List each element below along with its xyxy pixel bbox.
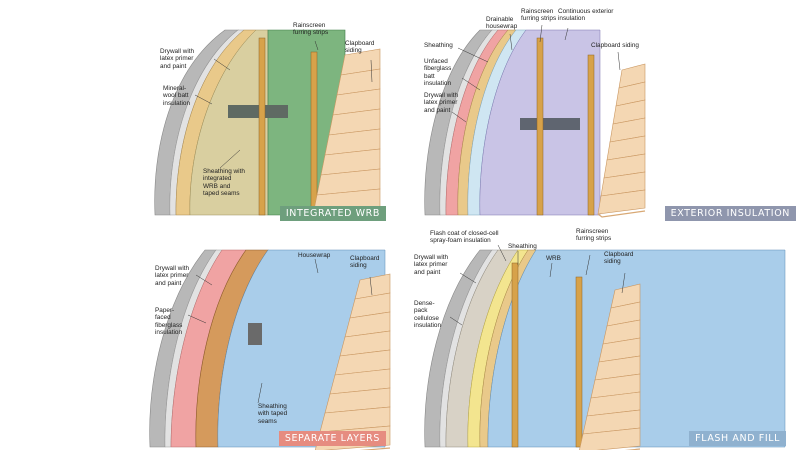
label-clapboard-siding: Clapboard siding xyxy=(591,42,639,49)
panel-exterior-insulation: Sheathing Drainable housewrap Rainscreen… xyxy=(400,0,800,225)
label-sheathing-integrated-wrb: Sheathing with integrated WRB and taped … xyxy=(203,168,245,198)
label-flash-coat: Flash coat of closed-cell spray-foam ins… xyxy=(430,230,499,245)
taped-seam xyxy=(228,105,288,118)
panel-integrated-wrb: Drywall with latex primer and paint Mine… xyxy=(0,0,400,225)
label-drainable-housewrap: Drainable housewrap xyxy=(486,16,518,31)
panel-flash-and-fill: Flash coat of closed-cell spray-foam ins… xyxy=(400,225,800,450)
label-paper-faced-fiberglass: Paper- faced fiberglass insulation xyxy=(155,307,183,337)
taped-seam xyxy=(248,323,262,345)
leader-line xyxy=(539,24,543,43)
exterior-insulation-wall-illustration xyxy=(424,24,646,218)
label-clapboard-siding: Clapboard siding xyxy=(345,40,375,55)
integrated-wrb-wall-illustration xyxy=(154,29,381,219)
label-sheathing: Sheathing xyxy=(424,42,453,49)
label-clapboard-siding: Clapboard siding xyxy=(604,251,634,266)
badge-integrated-wrb: INTEGRATED WRB xyxy=(279,206,386,221)
label-drywall: Drywall with latex primer and paint xyxy=(160,48,195,70)
leader-line xyxy=(314,258,319,274)
leader-line xyxy=(370,59,373,83)
leader-line xyxy=(257,382,263,404)
taped-seam xyxy=(520,118,580,130)
leader-line xyxy=(497,244,507,262)
label-rainscreen-furring: Rainscreen furring strips xyxy=(293,22,329,37)
clapboard-siding xyxy=(597,63,646,218)
furring-strip xyxy=(310,51,318,216)
clapboard-board-edge xyxy=(597,210,646,218)
leader-line xyxy=(549,262,553,278)
clapboard-siding xyxy=(579,283,641,450)
leader-line xyxy=(457,47,489,63)
badge-flash-and-fill: FLASH AND FILL xyxy=(689,431,786,446)
label-drywall: Drywall with latex primer and paint xyxy=(424,92,459,114)
mineral-wool-layer xyxy=(189,29,269,216)
leader-line xyxy=(585,254,591,276)
badge-separate-layers: SEPARATE LAYERS xyxy=(278,431,386,446)
label-drywall: Drywall with latex primer and paint xyxy=(414,254,449,276)
furring-strip xyxy=(575,276,583,448)
leader-line xyxy=(194,94,213,105)
leader-line xyxy=(219,149,241,169)
label-dense-pack-cellulose: Dense- pack cellulose insulation xyxy=(414,300,442,330)
leader-line xyxy=(195,274,213,286)
panel-separate-layers: Housewrap Clapboard siding Drywall with … xyxy=(0,225,400,450)
leader-line xyxy=(369,276,373,296)
leader-line xyxy=(621,272,626,294)
label-rainscreen-furring: Rainscreen furring strips xyxy=(576,228,612,243)
leader-line xyxy=(509,33,513,51)
label-housewrap: Housewrap xyxy=(298,252,331,259)
furring-strip xyxy=(587,54,595,216)
label-sheathing: Sheathing xyxy=(508,243,537,250)
clapboard-board xyxy=(597,189,646,215)
leader-line xyxy=(449,316,463,326)
leader-line xyxy=(459,272,477,284)
label-mineral-wool: Mineral- wool batt insulation xyxy=(163,85,191,107)
leader-line xyxy=(213,58,231,71)
furring-strip xyxy=(536,37,544,216)
leader-line xyxy=(451,111,467,123)
label-rainscreen-furring: Rainscreen furring strips xyxy=(521,8,557,23)
leader-line xyxy=(314,40,319,51)
label-wrb: WRB xyxy=(546,255,561,262)
leader-line xyxy=(564,27,569,41)
label-unfaced-fiberglass: Unfaced fiberglass batt insulation xyxy=(424,58,452,88)
leader-line xyxy=(617,51,621,71)
furring-strip xyxy=(511,262,519,448)
flash-and-fill-wall-illustration xyxy=(424,244,786,450)
label-clapboard-siding: Clapboard siding xyxy=(350,255,380,270)
clapboard-board xyxy=(579,427,641,450)
label-continuous-exterior-insulation: Continuous exterior insulation xyxy=(558,8,614,23)
badge-exterior-insulation: EXTERIOR INSULATION xyxy=(664,206,796,221)
label-sheathing-taped-seams: Sheathing with taped seams xyxy=(258,403,288,425)
furring-strip xyxy=(258,37,266,216)
leader-line xyxy=(187,314,207,324)
leader-line xyxy=(461,77,481,91)
label-drywall: Drywall with latex primer and paint xyxy=(155,265,190,287)
separate-layers-wall-illustration xyxy=(149,249,391,450)
